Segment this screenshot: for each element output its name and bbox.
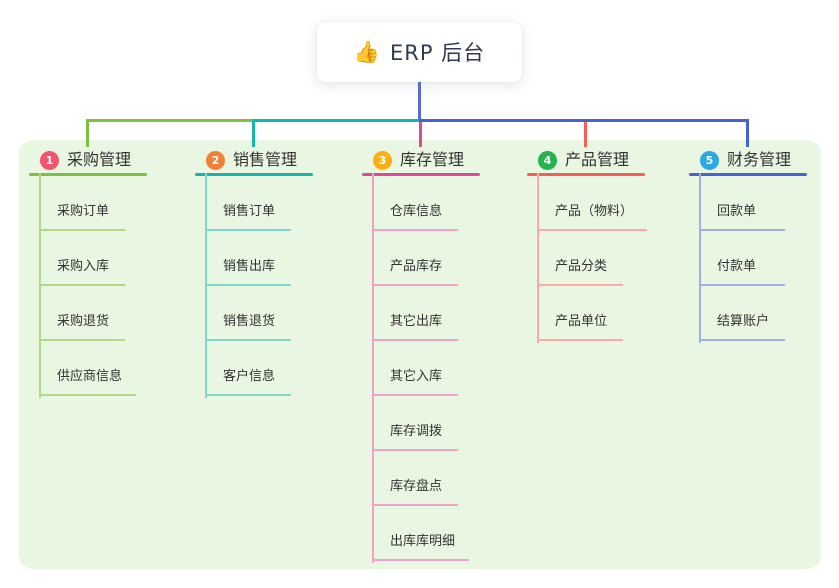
mindmap-item-node[interactable]: 销售出库 xyxy=(205,258,291,286)
mindmap-item-node[interactable]: 库存盘点 xyxy=(372,478,458,506)
branch-underline xyxy=(362,173,480,176)
branch-drop-connector-5 xyxy=(746,119,749,147)
root-title: ERP 后台 xyxy=(389,41,486,65)
mindmap-item-node[interactable]: 采购退货 xyxy=(39,313,125,341)
mindmap-item-node[interactable]: 采购订单 xyxy=(39,203,125,231)
mindmap-item-node[interactable]: 产品（物料） xyxy=(537,203,648,231)
branch-label: 采购管理 xyxy=(67,150,132,169)
branch-drop-connector-2 xyxy=(252,119,255,147)
branch-number-badge: 2 xyxy=(206,151,225,170)
branch-underline xyxy=(689,173,807,176)
branch-label: 库存管理 xyxy=(400,150,465,169)
thumbs-up-icon: 👍 xyxy=(353,39,380,64)
mindmap-item-node[interactable]: 供应商信息 xyxy=(39,368,137,396)
mindmap-item-node[interactable]: 销售退货 xyxy=(205,313,291,341)
branch-underline xyxy=(29,173,147,176)
branch-2: 2 销售管理销售订单销售出库销售退货客户信息 xyxy=(195,140,313,400)
branch-tree-line xyxy=(372,173,374,563)
branch-tree-line xyxy=(699,173,701,343)
branch-drop-connector-1 xyxy=(86,119,89,147)
branch-label: 财务管理 xyxy=(727,150,792,169)
branch-3: 3 库存管理仓库信息产品库存其它出库其它入库库存调拨库存盘点出库库明细 xyxy=(362,140,480,565)
branch-1: 1 采购管理采购订单采购入库采购退货供应商信息 xyxy=(29,140,147,400)
mindmap-item-node[interactable]: 销售订单 xyxy=(205,203,291,231)
hbar-segment-left xyxy=(86,119,253,122)
branch-number-badge: 4 xyxy=(538,151,557,170)
branch-label: 产品管理 xyxy=(565,150,630,169)
branch-drop-connector-3 xyxy=(419,119,422,147)
branch-4: 4 产品管理产品（物料） 产品分类产品单位 xyxy=(527,140,648,345)
mindmap-item-node[interactable]: 其它入库 xyxy=(372,368,458,396)
mindmap-item-node[interactable]: 产品库存 xyxy=(372,258,458,286)
mindmap-item-node[interactable]: 结算账户 xyxy=(699,313,785,341)
root-stem-connector xyxy=(418,82,421,122)
branch-label: 销售管理 xyxy=(233,150,298,169)
branch-group-panel xyxy=(19,140,821,569)
branch-tree-line xyxy=(537,173,539,343)
mindmap-item-node[interactable]: 产品分类 xyxy=(537,258,623,286)
mindmap-item-node[interactable]: 产品单位 xyxy=(537,313,623,341)
hbar-segment-right xyxy=(419,119,749,122)
hbar-segment-middle xyxy=(252,119,420,122)
mindmap-item-node[interactable]: 采购入库 xyxy=(39,258,125,286)
mindmap-item-node[interactable]: 客户信息 xyxy=(205,368,291,396)
mindmap-item-node[interactable]: 其它出库 xyxy=(372,313,458,341)
branch-number-badge: 3 xyxy=(373,151,392,170)
branch-underline xyxy=(527,173,645,176)
branch-drop-connector-4 xyxy=(584,119,587,147)
mindmap-item-node[interactable]: 仓库信息 xyxy=(372,203,458,231)
mindmap-item-node[interactable]: 付款单 xyxy=(699,258,785,286)
branch-number-badge: 1 xyxy=(40,151,59,170)
branch-number-badge: 5 xyxy=(700,151,719,170)
mindmap-item-node[interactable]: 出库库明细 xyxy=(372,533,470,561)
branch-5: 5 财务管理回款单付款单结算账户 xyxy=(689,140,807,345)
mindmap-item-node[interactable]: 库存调拨 xyxy=(372,423,458,451)
mindmap-item-node[interactable]: 回款单 xyxy=(699,203,785,231)
root-node[interactable]: 👍 ERP 后台 xyxy=(317,22,522,82)
branch-underline xyxy=(195,173,313,176)
